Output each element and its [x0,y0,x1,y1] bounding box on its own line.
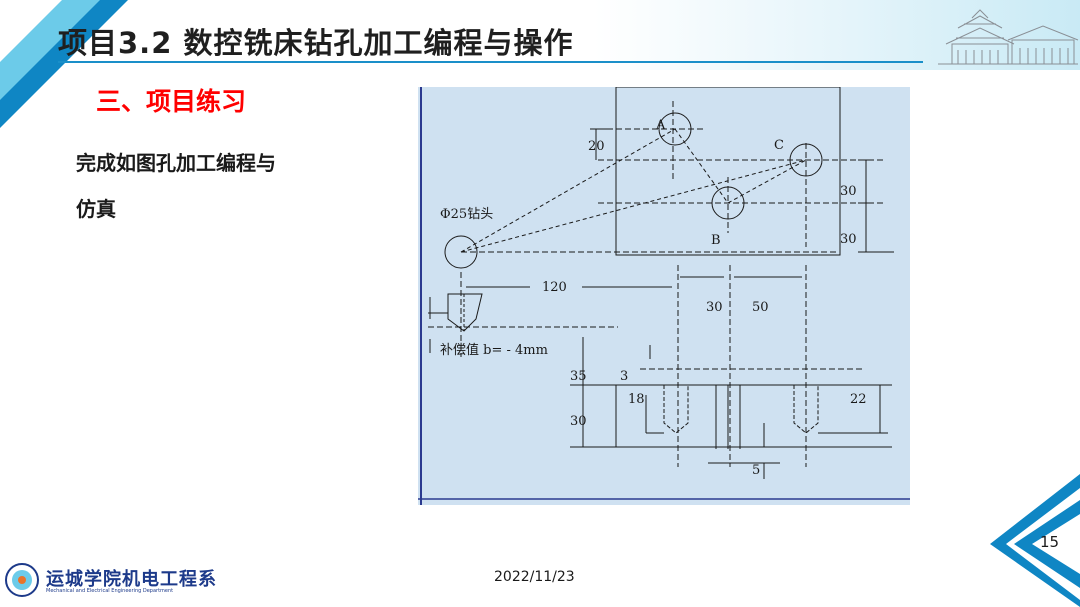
dim-30-side: 30 [570,414,587,429]
dim-120: 120 [542,280,567,295]
corner-decoration-white [0,0,62,62]
header-banner [0,0,1080,70]
dim-22: 22 [850,392,867,407]
dim-50: 50 [752,300,769,315]
dim-30-upper: 30 [840,184,857,199]
exercise-text-line-1: 完成如图孔加工编程与 [76,151,276,175]
department-name-en: Mechanical and Electrical Engineering De… [46,588,174,594]
hole-label-a: A [655,118,666,133]
section-title: 三、项目练习 [96,87,247,116]
workpiece-top-view [615,87,841,256]
hole-c-circle [789,143,823,177]
slide-title: 项目3.2 数控铣床钻孔加工编程与操作 [58,26,574,60]
hole-label-c: C [774,138,784,153]
title-underline [58,61,923,63]
drill-tool-side [447,293,483,332]
department-logo-icon [5,563,39,597]
dim-18: 18 [628,392,645,407]
dim-5: 5 [752,463,760,478]
dim-30-horizontal: 30 [706,300,723,315]
compensation-label: 补偿值 b= - 4mm [440,342,548,358]
exercise-text: 完成如图孔加工编程与 仿真 [76,140,376,232]
dim-20: 20 [588,139,605,154]
diagram-background [418,87,910,505]
drilling-diagram: A B C 20 30 30 Φ25钻头 120 30 50 补偿值 b= - … [418,87,910,505]
building-illustration [938,9,1079,65]
page-number: 15 [1040,533,1060,551]
tool-label: Φ25钻头 [440,207,493,222]
dim-35: 35 [570,369,587,384]
page-chevron-decoration [990,474,1080,607]
drill-tool-circle [444,235,478,269]
dim-3: 3 [620,369,628,384]
hole-b-circle [711,186,745,220]
department-name-cn: 运城学院机电工程系 [46,569,217,590]
slide-date: 2022/11/23 [494,569,575,585]
exercise-text-line-2: 仿真 [76,197,116,221]
hole-label-b: B [711,233,721,248]
dim-30-lower: 30 [840,232,857,247]
hole-a-circle [658,112,692,146]
